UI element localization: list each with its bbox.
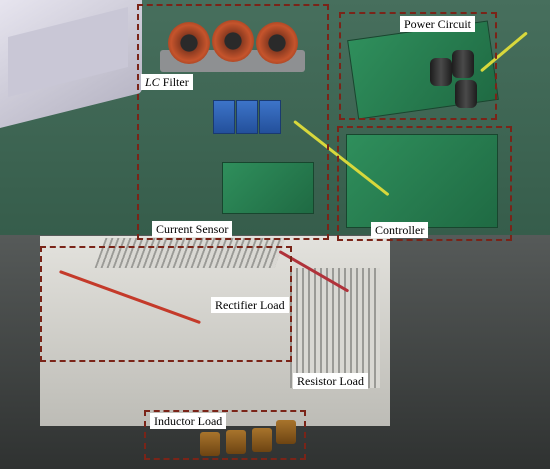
filter-capacitor-block [213,100,235,134]
dc-link-capacitor [430,58,452,86]
lc-filter-label: LC Filter [141,74,193,90]
load-inductor [226,430,246,454]
rectifier-load-label: Rectifier Load [211,297,289,313]
rectifier-load-region [40,246,292,362]
inductor-load-region [144,410,306,460]
inductor-load-label: Inductor Load [150,413,227,429]
lc-filter-word: Filter [162,75,189,89]
resistor-load-label: Resistor Load [293,373,368,389]
lc-filter-abbrev: LC [145,75,160,89]
load-inductor [200,432,220,456]
controller-label: Controller [371,222,429,238]
current-sensor-board [222,162,314,214]
power-circuit-region [339,12,497,120]
lc-inductor-core [212,20,254,62]
controller-region [337,126,512,241]
lc-inductor-core [256,22,298,64]
filter-capacitor-block [236,100,258,134]
current-sensor-label: Current Sensor [152,221,233,237]
load-inductor [276,420,296,444]
load-inductor [252,428,272,452]
resistor-load-vents [290,268,380,388]
filter-capacitor-block [259,100,281,134]
lc-filter-region [137,4,329,240]
dc-link-capacitor [452,50,474,78]
power-circuit-label: Power Circuit [400,16,475,32]
lc-inductor-core [168,22,210,64]
dc-link-capacitor [455,80,477,108]
